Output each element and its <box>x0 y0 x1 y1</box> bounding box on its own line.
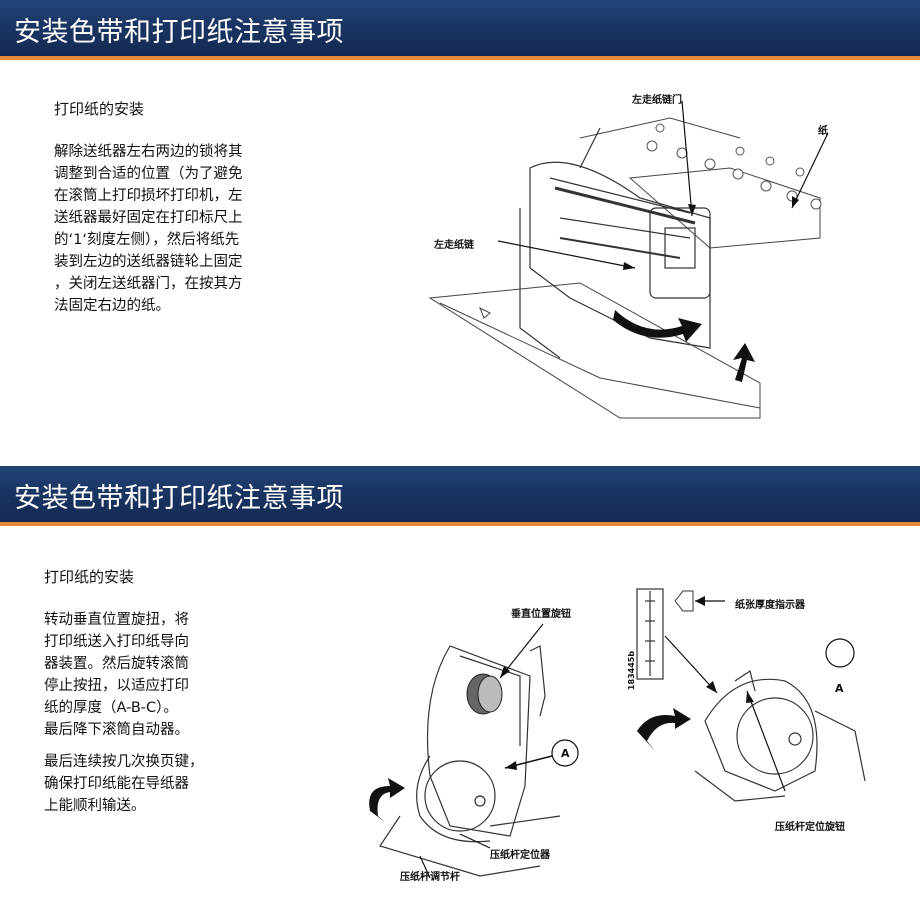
rotate-arrow <box>613 310 702 342</box>
curved-arrow <box>637 708 691 751</box>
instruction-paragraph-1: 转动垂直位置旋扭，将 打印纸送入打印纸导向 器装置。然后旋转滚筒 停止按扭，以适… <box>44 612 189 738</box>
marker-a: A <box>561 747 570 760</box>
slide-1: 安装色带和打印纸注意事项 打印纸的安装 解除送纸器左右两边的锁将其 调整到合适的… <box>0 0 920 456</box>
title-underline <box>0 522 920 526</box>
marker-a2-circle <box>825 638 855 668</box>
title-bar: 安装色带和打印纸注意事项 <box>0 466 920 526</box>
thickness-indicator-figure <box>636 588 866 802</box>
label-lever-positioner: 压纸杆定位器 <box>490 850 550 861</box>
title-underline <box>0 56 920 60</box>
curved-arrow <box>369 778 405 822</box>
paper-holes <box>646 123 822 210</box>
marker-a-circle <box>551 739 579 767</box>
printer-paper-loading-figure <box>428 100 829 419</box>
printer-chassis <box>519 127 711 359</box>
label-left-door: 左走纸链门 <box>632 95 682 106</box>
section-subtitle: 打印纸的安装 <box>44 568 135 586</box>
label-thickness-indicator: 纸张厚度指示器 <box>735 600 805 611</box>
slide-2: 安装色带和打印纸注意事项 打印纸的安装 转动垂直位置旋扭，将 打印纸送入打印纸导… <box>0 466 920 922</box>
printer-side-view <box>379 645 561 877</box>
paper-sheet <box>579 117 821 249</box>
knob <box>466 673 503 715</box>
slide-gap <box>0 456 920 466</box>
instruction-paragraph: 解除送纸器左右两边的锁将其 调整到合适的位置（为了避免 在滚筒上打印损坏打印机，… <box>54 144 243 314</box>
paper-tray <box>428 282 761 419</box>
scale-strip <box>636 588 664 680</box>
printer-platen <box>694 670 866 802</box>
label-left-chain: 左走纸链 <box>434 240 474 251</box>
label-vertical-knob: 垂直位置旋钮 <box>511 609 571 620</box>
label-lever-knob: 压纸杆定位旋钮 <box>775 822 845 833</box>
slide-title: 安装色带和打印纸注意事项 <box>14 483 344 514</box>
label-paper: 纸 <box>818 126 828 137</box>
title-bar: 安装色带和打印纸注意事项 <box>0 0 920 60</box>
section-subtitle: 打印纸的安装 <box>54 100 145 118</box>
up-arrow <box>733 343 755 382</box>
label-lever-adjuster: 压纸杆调节杆 <box>400 872 460 883</box>
marker-a2: A <box>835 682 844 695</box>
slide-title: 安装色带和打印纸注意事项 <box>14 17 344 48</box>
part-number: 183445b <box>627 650 637 691</box>
instruction-paragraph-2: 最后连续按几次换页键， 确保打印纸能在导纸器 上能顺利输送。 <box>44 754 204 814</box>
vertical-knob-figure <box>369 623 579 879</box>
pointer-shape <box>674 590 694 612</box>
